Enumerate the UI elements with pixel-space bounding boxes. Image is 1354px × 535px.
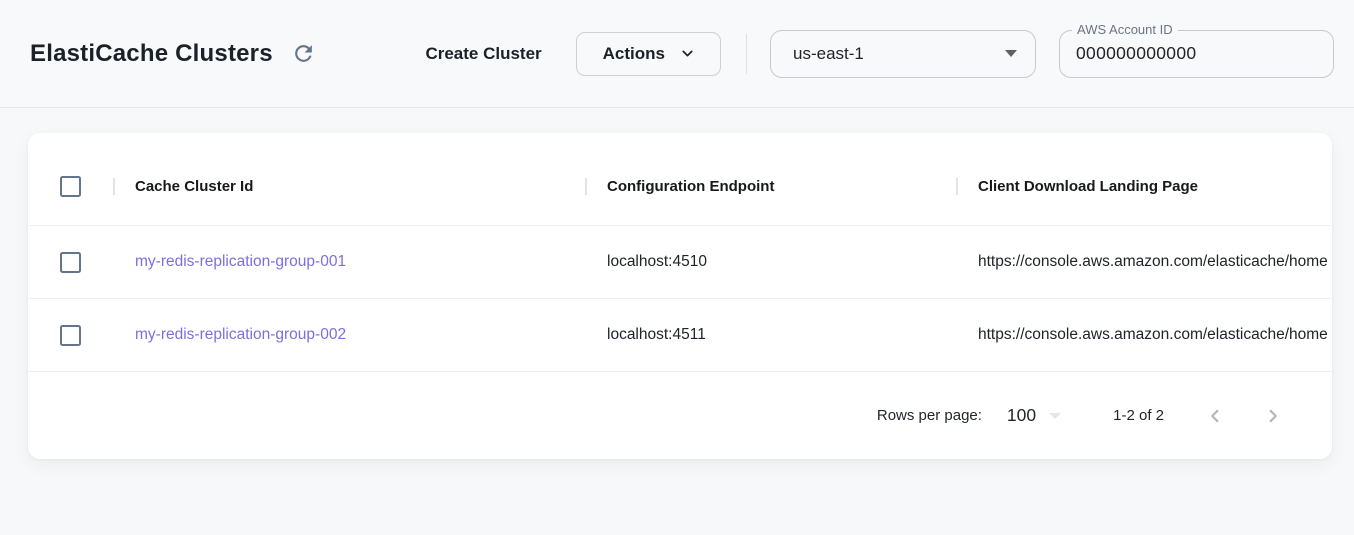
column-header-client-download-landing-page[interactable]: Client Download Landing Page bbox=[956, 178, 1332, 195]
clusters-table-card: Cache Cluster Id Configuration Endpoint … bbox=[28, 133, 1332, 459]
column-header-label: Configuration Endpoint bbox=[607, 178, 775, 195]
select-caret-icon bbox=[1049, 412, 1062, 419]
column-separator bbox=[113, 178, 115, 195]
header-divider bbox=[746, 33, 747, 74]
table-row: my-redis-replication-group-002 localhost… bbox=[28, 298, 1332, 371]
column-header-label: Cache Cluster Id bbox=[135, 178, 254, 195]
create-cluster-button[interactable]: Create Cluster bbox=[421, 36, 545, 72]
next-page-button[interactable] bbox=[1256, 399, 1290, 433]
column-header-configuration-endpoint[interactable]: Configuration Endpoint bbox=[585, 178, 956, 195]
actions-button-label: Actions bbox=[602, 43, 665, 63]
column-separator bbox=[585, 178, 587, 195]
column-header-cache-cluster-id[interactable]: Cache Cluster Id bbox=[113, 178, 585, 195]
rows-per-page-select[interactable]: 100 bbox=[1006, 405, 1062, 426]
actions-button[interactable]: Actions bbox=[575, 31, 721, 76]
table-pagination: Rows per page: 100 1-2 of 2 bbox=[28, 371, 1332, 459]
select-all-checkbox[interactable] bbox=[60, 176, 81, 197]
previous-page-button[interactable] bbox=[1198, 399, 1232, 433]
client-download-landing-page-value: https://console.aws.amazon.com/elasticac… bbox=[978, 253, 1328, 270]
table-row: my-redis-replication-group-001 localhost… bbox=[28, 225, 1332, 298]
row-checkbox[interactable] bbox=[60, 324, 81, 346]
select-all-cell bbox=[28, 176, 113, 197]
row-checkbox-cell bbox=[28, 324, 113, 346]
header-controls: Create Cluster Actions us-east-1 AWS Acc… bbox=[421, 21, 1334, 78]
column-header-label: Client Download Landing Page bbox=[978, 178, 1199, 195]
table-header-row: Cache Cluster Id Configuration Endpoint … bbox=[28, 148, 1332, 225]
rows-per-page-label: Rows per page: bbox=[876, 407, 982, 424]
rows-per-page-value: 100 bbox=[1006, 405, 1037, 425]
refresh-icon bbox=[291, 41, 316, 66]
refresh-button[interactable] bbox=[290, 40, 318, 68]
dropdown-caret-icon bbox=[1005, 50, 1017, 57]
aws-account-id-input[interactable] bbox=[1076, 43, 1317, 64]
row-checkbox[interactable] bbox=[60, 251, 81, 273]
chevron-right-icon bbox=[1262, 405, 1284, 427]
configuration-endpoint-value: localhost:4510 bbox=[607, 253, 707, 270]
region-selector-value: us-east-1 bbox=[793, 43, 864, 63]
aws-account-id-label: AWS Account ID bbox=[1072, 21, 1178, 37]
configuration-endpoint-value: localhost:4511 bbox=[607, 326, 706, 343]
page-header: ElastiCache Clusters Create Cluster Acti… bbox=[0, 0, 1354, 108]
aws-account-id-field: AWS Account ID bbox=[1059, 21, 1334, 78]
chevron-down-icon bbox=[679, 45, 696, 62]
client-download-landing-page-value: https://console.aws.amazon.com/elasticac… bbox=[978, 326, 1328, 343]
cache-cluster-id-link[interactable]: my-redis-replication-group-002 bbox=[135, 326, 347, 343]
chevron-left-icon bbox=[1204, 405, 1226, 427]
pagination-range-label: 1-2 of 2 bbox=[1113, 407, 1164, 424]
region-selector[interactable]: us-east-1 bbox=[770, 29, 1036, 78]
column-separator bbox=[956, 178, 958, 195]
cache-cluster-id-link[interactable]: my-redis-replication-group-001 bbox=[135, 253, 347, 270]
page-title: ElastiCache Clusters bbox=[30, 39, 273, 67]
title-group: ElastiCache Clusters bbox=[30, 40, 318, 68]
row-checkbox-cell bbox=[28, 251, 113, 273]
